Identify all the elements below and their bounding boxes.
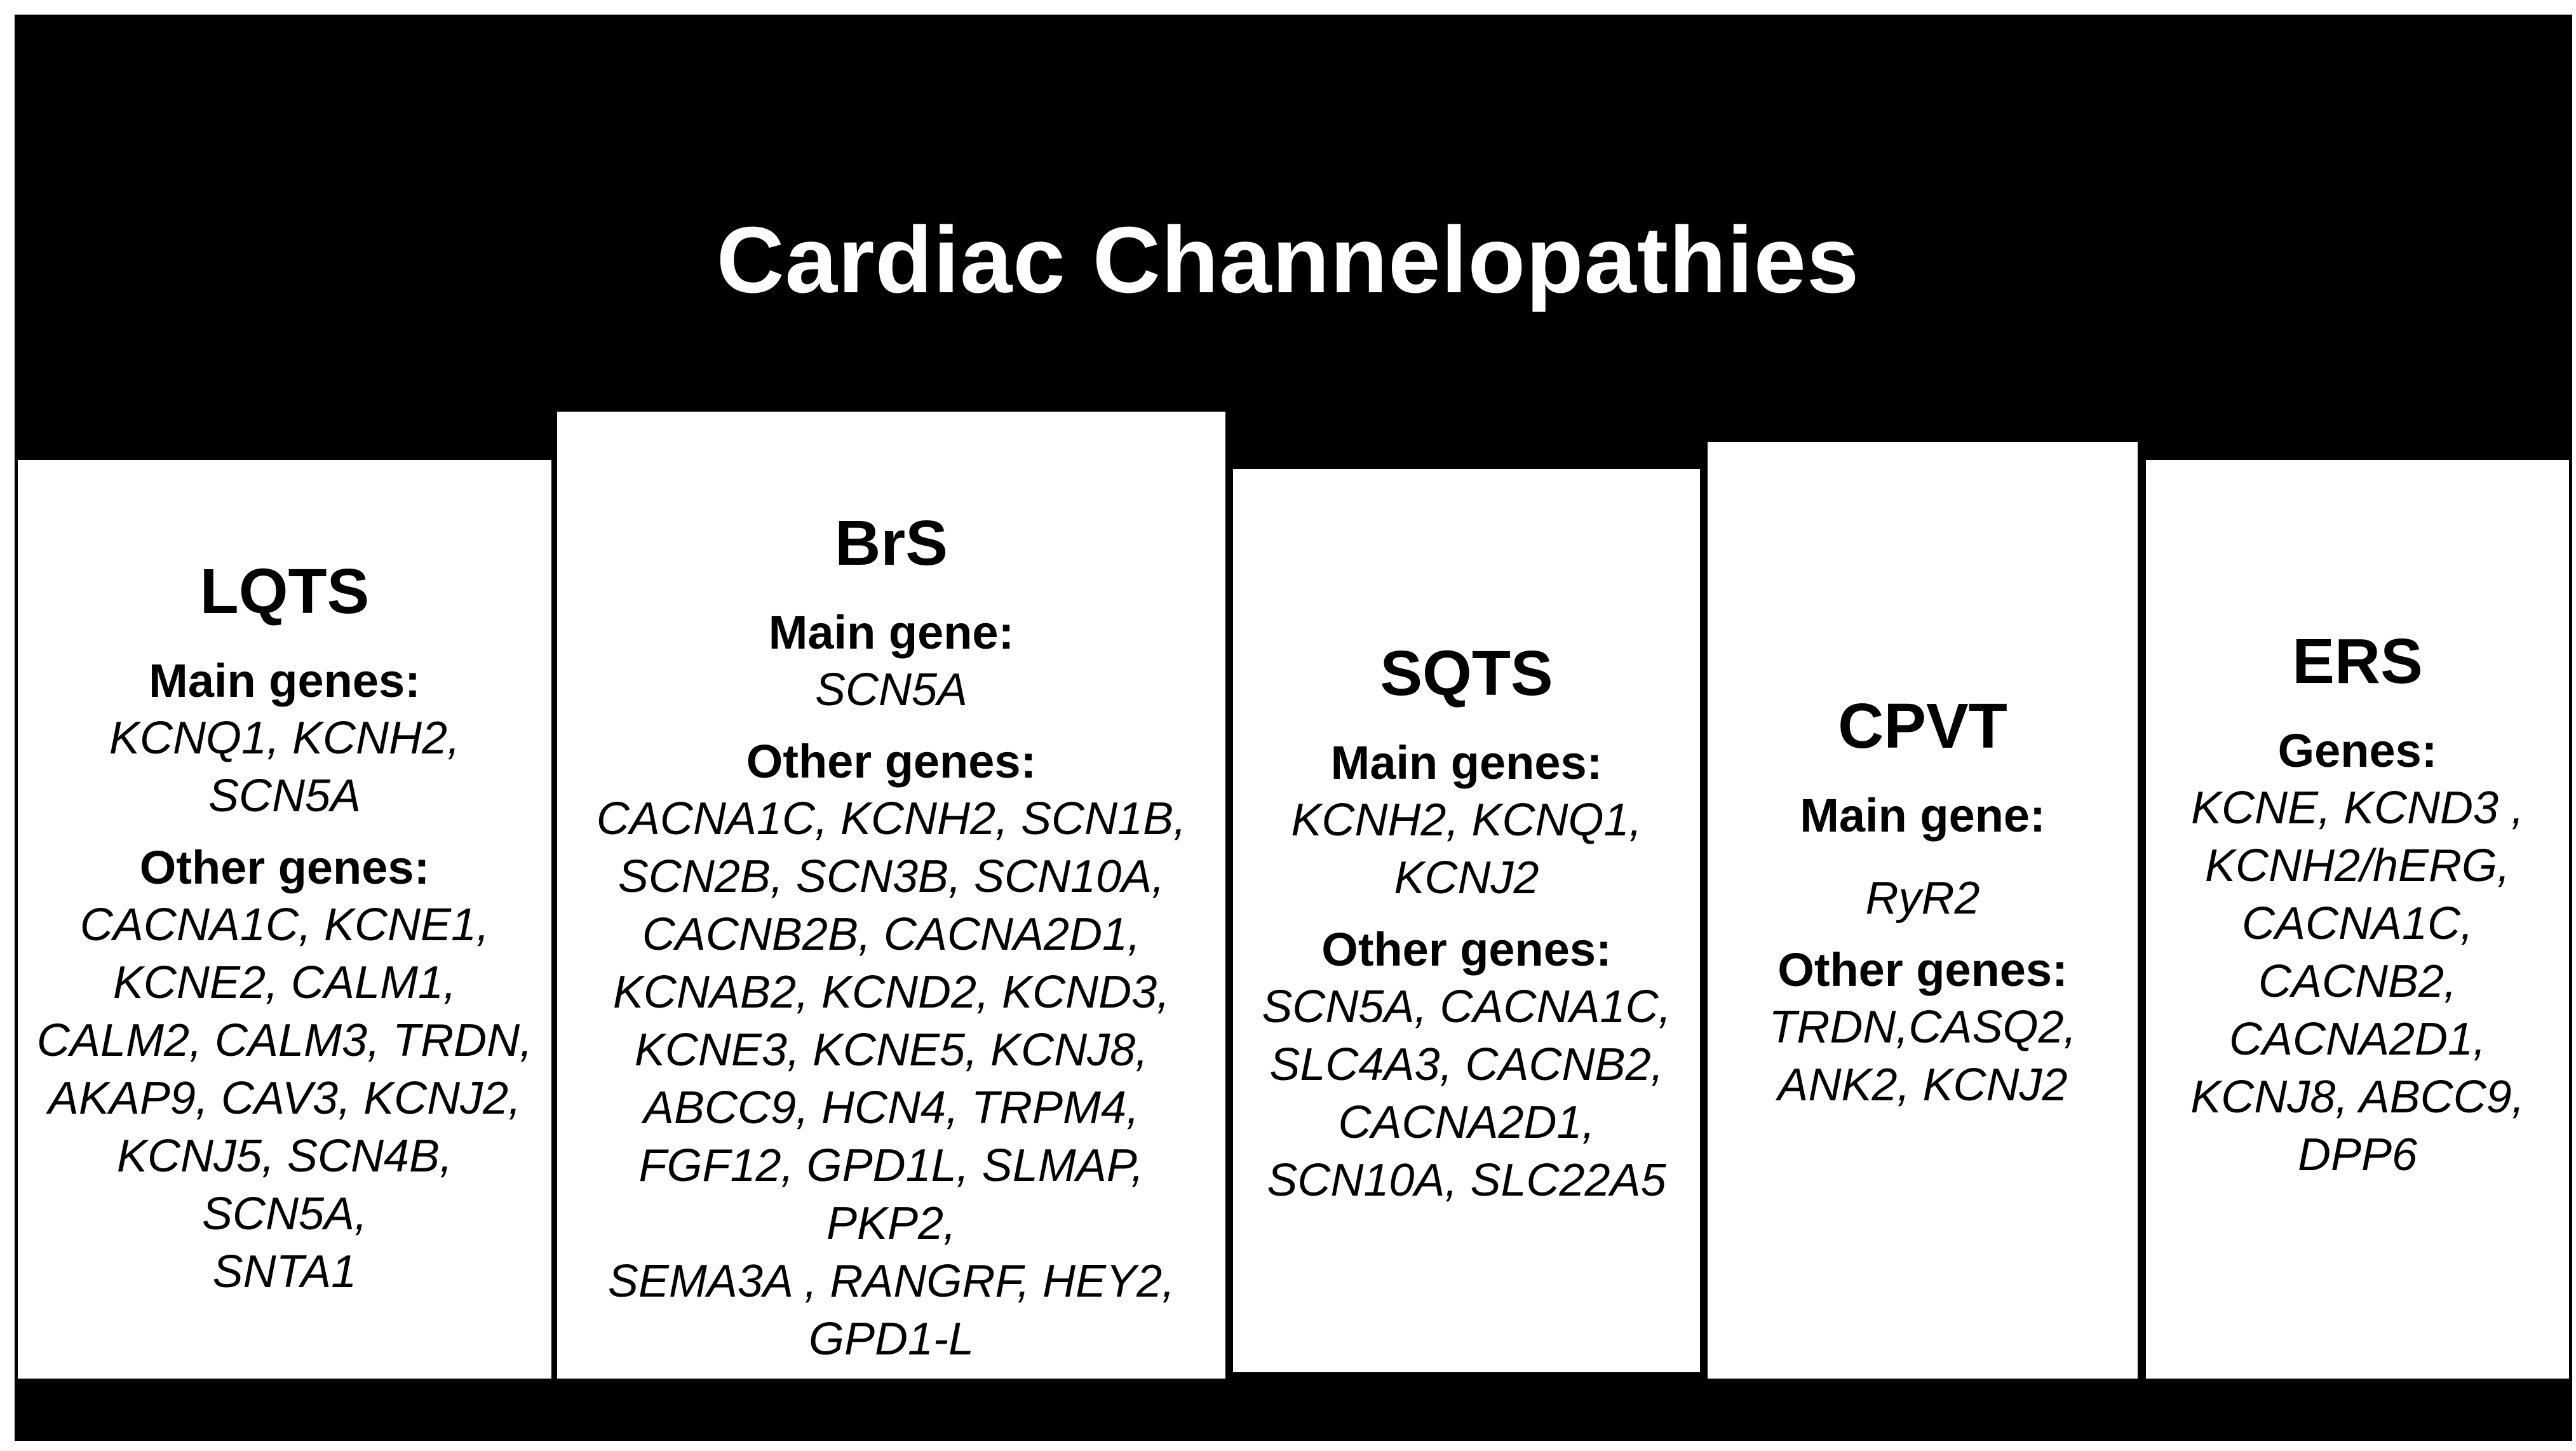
gene-line: SCN10A, SLC22A5 <box>1267 1155 1666 1206</box>
gene-line: DPP6 <box>2297 1130 2418 1180</box>
main-gene-label: Main gene: <box>1800 789 2046 842</box>
gene-line: CACNA1C, KCNH2, SCN1B, <box>596 793 1187 844</box>
diagram-title: Cardiac Channelopathies <box>716 208 1860 313</box>
gene-line: RyR2 <box>1865 873 1980 924</box>
gene-line: ANK2, KCNJ2 <box>1777 1060 2068 1110</box>
gene-line: SEMA3A , RANGRF, HEY2, <box>607 1256 1175 1307</box>
gene-line: KCNJ8, ABCC9, <box>2190 1072 2525 1123</box>
gene-line: AKAP9, CAV3, KCNJ2, <box>48 1073 522 1124</box>
gene-line: FGF12, GPD1L, SLMAP, PKP2, <box>638 1140 1144 1249</box>
gene-line: KCNE3, KCNE5, KCNJ8, <box>634 1025 1149 1076</box>
panel-heading: ERS <box>2292 626 2423 697</box>
main-genes-label: Main genes: <box>1330 736 1603 789</box>
other-genes-label: Other genes: <box>139 841 430 894</box>
other-genes-label: Other genes: <box>1321 923 1612 976</box>
other-genes-label: Other genes: <box>1777 943 2068 996</box>
gene-line: KCNE2, CALM1, <box>112 957 457 1008</box>
gene-line: CACNB2, <box>2258 956 2457 1007</box>
gene-line: CACNA2D1, <box>1338 1097 1595 1148</box>
gene-line: CACNA1C, KCNE1, <box>79 900 490 950</box>
main-genes-list: KCNQ1, KCNH2, SCN5A <box>18 710 551 825</box>
genes-list: KCNE, KCND3 , KCNH2/hERG, CACNA1C, CACNB… <box>2146 779 2569 1184</box>
gene-line: SCN5A <box>814 665 968 715</box>
panel-lqts: LQTS Main genes: KCNQ1, KCNH2, SCN5A Oth… <box>18 460 551 1379</box>
gene-line: KCNH2/hERG, <box>2204 840 2511 891</box>
genes-label: Genes: <box>2277 724 2438 777</box>
main-genes-list: RyR2 <box>1708 870 2138 928</box>
gene-line: CACNA1C, <box>2241 898 2474 949</box>
panel-brs: BrS Main gene: SCN5A Other genes: CACNA1… <box>557 412 1225 1379</box>
gene-line: TRDN,CASQ2, <box>1769 1002 2077 1053</box>
gene-line: SCN5A <box>208 771 361 821</box>
panel-heading: SQTS <box>1380 638 1553 709</box>
gene-line: KCNH2, KCNQ1, <box>1291 795 1642 846</box>
panel-cpvt: CPVT Main gene: RyR2 Other genes: TRDN,C… <box>1708 442 2138 1379</box>
gene-line: CACNB2B, CACNA2D1, <box>642 909 1141 960</box>
gene-line: KCNQ1, KCNH2, <box>109 713 461 764</box>
panel-ers: ERS Genes: KCNE, KCND3 , KCNH2/hERG, CAC… <box>2146 460 2569 1379</box>
gene-line: SCN2B, SCN3B, SCN10A, <box>617 851 1165 902</box>
gene-line: SNTA1 <box>212 1246 357 1297</box>
gene-line: KCNAB2, KCND2, KCND3, <box>612 967 1170 1018</box>
panel-heading: LQTS <box>199 556 370 627</box>
gene-line: SLC4A3, CACNB2, <box>1269 1039 1664 1090</box>
main-genes-label: Main genes: <box>149 654 421 707</box>
panel-heading: BrS <box>835 508 948 579</box>
main-genes-list: SCN5A <box>557 661 1225 719</box>
gene-line: KCNJ2 <box>1394 853 1539 903</box>
panel-heading: CPVT <box>1838 691 2007 762</box>
panel-sqts: SQTS Main genes: KCNH2, KCNQ1, KCNJ2 Oth… <box>1233 469 1700 1372</box>
gene-line: SCN5A, CACNA1C, <box>1262 982 1671 1032</box>
gene-line: GPD1-L <box>808 1314 974 1365</box>
gene-line: KCNE, KCND3 , <box>2190 783 2525 833</box>
other-genes-list: CACNA1C, KCNE1, KCNE2, CALM1, CALM2, CAL… <box>18 896 551 1301</box>
gene-line: ABCC9, HCN4, TRPM4, <box>643 1083 1140 1133</box>
other-genes-list: TRDN,CASQ2, ANK2, KCNJ2 <box>1708 999 2138 1114</box>
other-genes-label: Other genes: <box>746 735 1037 788</box>
other-genes-list: CACNA1C, KCNH2, SCN1B, SCN2B, SCN3B, SCN… <box>557 790 1225 1368</box>
other-genes-list: SCN5A, CACNA1C, SLC4A3, CACNB2, CACNA2D1… <box>1233 978 1700 1210</box>
main-genes-list: KCNH2, KCNQ1, KCNJ2 <box>1233 792 1700 907</box>
main-gene-label: Main gene: <box>768 606 1015 659</box>
gene-line: CALM2, CALM3, TRDN, <box>36 1015 533 1066</box>
gene-line: KCNJ5, SCN4B, SCN5A, <box>116 1131 453 1239</box>
gene-line: CACNA2D1, <box>2229 1014 2486 1065</box>
